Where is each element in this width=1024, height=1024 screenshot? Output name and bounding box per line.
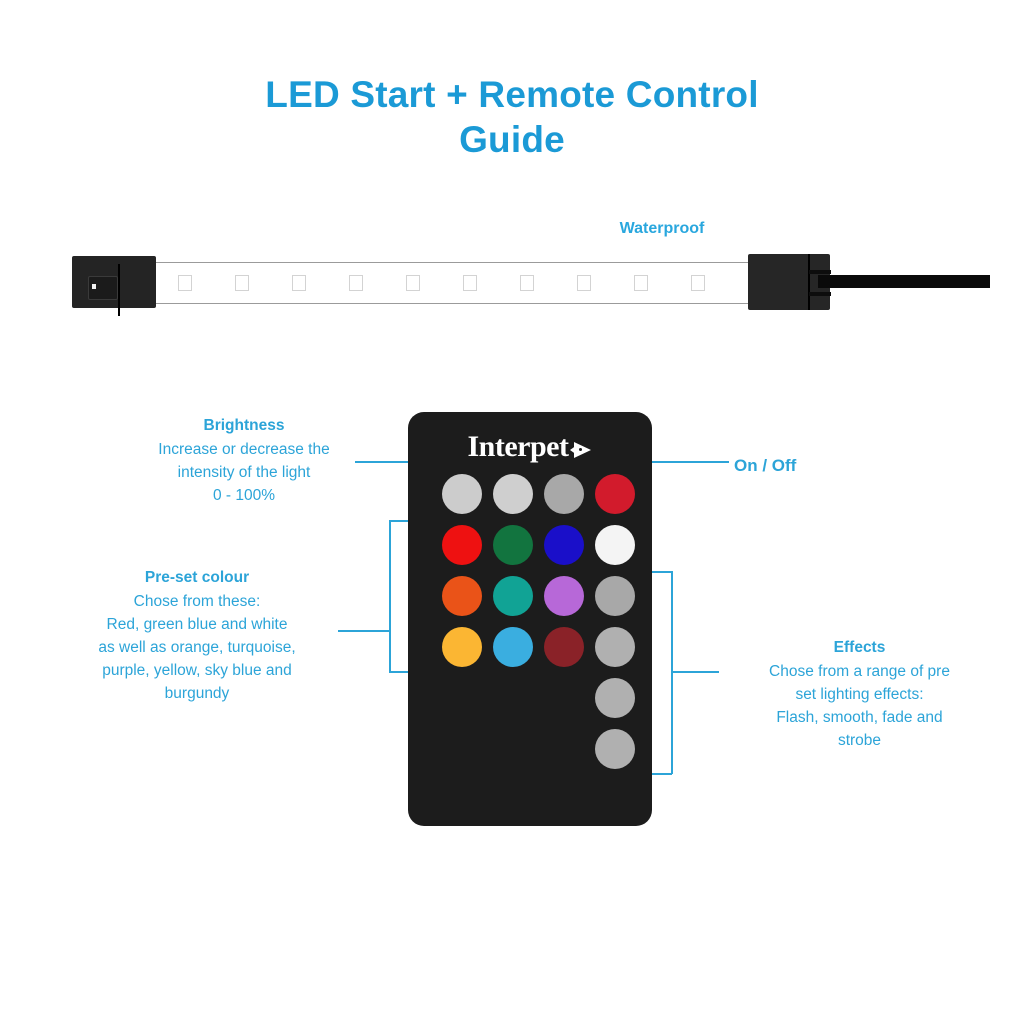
effects-leader-line bbox=[671, 671, 719, 673]
led-cell bbox=[349, 275, 363, 291]
led-cell bbox=[292, 275, 306, 291]
remote-control: Interpet bbox=[408, 412, 652, 826]
led-cell bbox=[634, 275, 648, 291]
preset-leader-line bbox=[338, 630, 390, 632]
annotation-preset-line-4: purple, yellow, sky blue and bbox=[102, 662, 292, 679]
on-button[interactable] bbox=[595, 474, 635, 514]
led-cell bbox=[235, 275, 249, 291]
left-connector-indicator bbox=[92, 284, 96, 289]
annotation-brightness-line-3: 0 - 100% bbox=[212, 487, 276, 504]
interpet-logo: Interpet bbox=[408, 430, 652, 464]
colour-purple-button[interactable] bbox=[544, 576, 584, 616]
right-connector-notch-top bbox=[809, 270, 831, 274]
colour-sky-blue-button[interactable] bbox=[493, 627, 533, 667]
annotation-brightness-heading: Brightness bbox=[203, 417, 285, 434]
fish-icon bbox=[570, 442, 592, 458]
waterproof-label: Waterproof bbox=[619, 220, 705, 237]
page-title-line-1: LED Start + Remote Control bbox=[265, 74, 759, 115]
led-cell bbox=[463, 275, 477, 291]
brightness-down-button[interactable] bbox=[493, 474, 533, 514]
brightness-up-button[interactable] bbox=[442, 474, 482, 514]
annotation-effects-line-3: Flash, smooth, fade and bbox=[776, 709, 943, 726]
left-connector-seam bbox=[118, 264, 120, 316]
annotation-preset-heading: Pre-set colour bbox=[144, 569, 250, 586]
annotation-preset-colour: Pre-set colour Chose from these: Red, gr… bbox=[52, 566, 342, 705]
colour-orange-button[interactable] bbox=[442, 576, 482, 616]
annotation-on-off: On / Off bbox=[734, 454, 874, 478]
annotation-preset-line-2: Red, green blue and white bbox=[106, 616, 288, 633]
off-button[interactable] bbox=[544, 474, 584, 514]
annotation-effects: Effects Chose from a range of pre set li… bbox=[712, 636, 1007, 752]
annotation-preset-line-5: burgundy bbox=[164, 685, 230, 702]
colour-burgundy-button[interactable] bbox=[544, 627, 584, 667]
led-strip-body bbox=[156, 262, 816, 304]
annotation-brightness: Brightness Increase or decrease the inte… bbox=[118, 414, 370, 507]
colour-blue-button[interactable] bbox=[544, 525, 584, 565]
led-cell bbox=[520, 275, 534, 291]
annotation-on-off-heading: On / Off bbox=[734, 456, 797, 475]
interpet-logo-text: Interpet bbox=[467, 430, 569, 463]
effect-smooth-button[interactable] bbox=[595, 627, 635, 667]
right-connector-notch-bottom bbox=[809, 292, 831, 296]
power-cable bbox=[818, 275, 990, 288]
led-cell bbox=[178, 275, 192, 291]
effect-fade-button[interactable] bbox=[595, 678, 635, 718]
annotation-preset-line-1: Chose from these: bbox=[133, 593, 261, 610]
colour-green-button[interactable] bbox=[493, 525, 533, 565]
preset-bracket-spine bbox=[389, 520, 391, 672]
annotation-effects-heading: Effects bbox=[833, 639, 886, 656]
annotation-effects-line-1: Chose from a range of pre bbox=[769, 663, 950, 680]
led-strip-assembly bbox=[60, 248, 990, 318]
annotation-effects-line-4: strobe bbox=[837, 732, 882, 749]
led-strip-left-connector bbox=[72, 256, 156, 316]
right-connector-seam bbox=[808, 254, 810, 310]
colour-red-button[interactable] bbox=[442, 525, 482, 565]
led-cell bbox=[577, 275, 591, 291]
led-cell bbox=[406, 275, 420, 291]
page-title-line-2: Guide bbox=[459, 119, 565, 160]
colour-turquoise-button[interactable] bbox=[493, 576, 533, 616]
annotation-brightness-line-2: intensity of the light bbox=[177, 464, 311, 481]
colour-yellow-button[interactable] bbox=[442, 627, 482, 667]
annotation-brightness-line-1: Increase or decrease the bbox=[158, 441, 330, 458]
led-cell bbox=[691, 275, 705, 291]
annotation-effects-line-2: set lighting effects: bbox=[795, 686, 924, 703]
effect-strobe-button[interactable] bbox=[595, 729, 635, 769]
led-strip-right-connector bbox=[748, 254, 830, 310]
annotation-preset-line-3: as well as orange, turquoise, bbox=[98, 639, 296, 656]
effect-flash-button[interactable] bbox=[595, 576, 635, 616]
page-title: LED Start + Remote Control Guide bbox=[212, 72, 812, 162]
colour-white-button[interactable] bbox=[595, 525, 635, 565]
